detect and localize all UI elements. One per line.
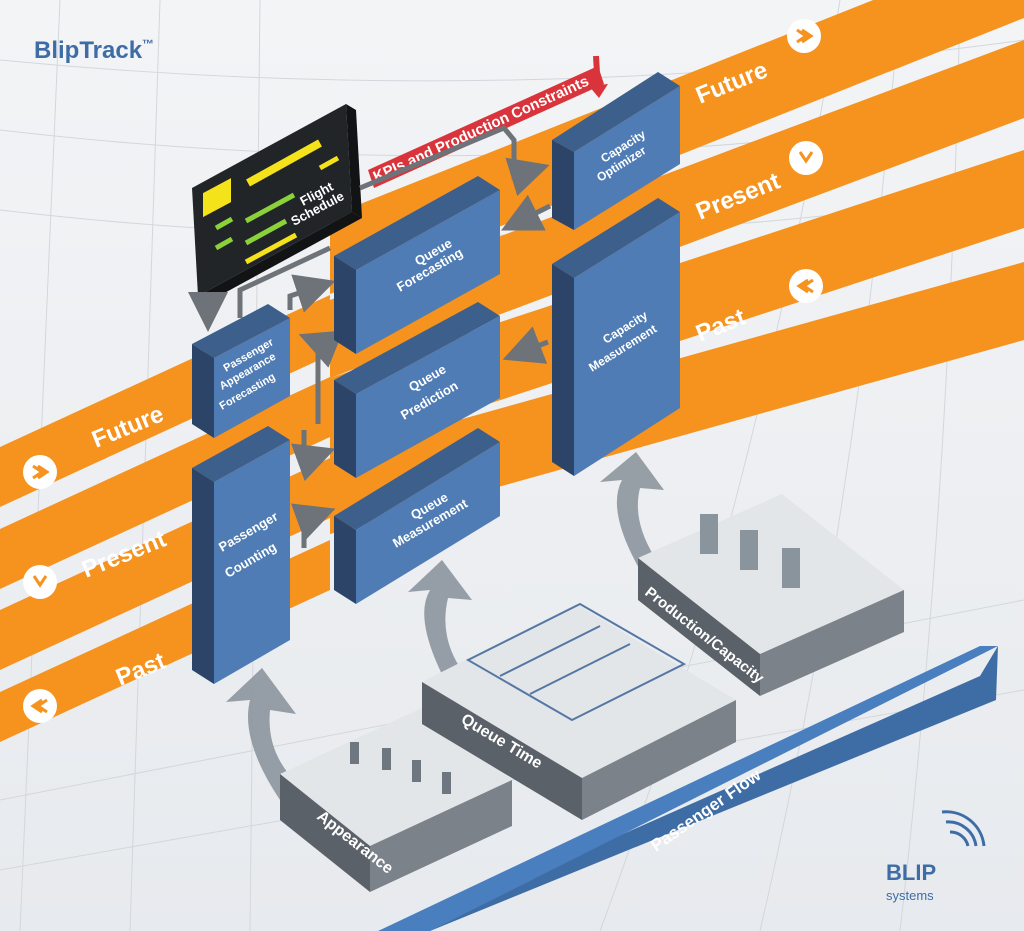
bliptrack-tm: ™ (142, 37, 154, 51)
bliptrack-blip: Blip (34, 37, 79, 64)
blip-name: BLIP (886, 860, 936, 885)
bliptrack-wordmark: BlipTrack™ (34, 37, 154, 64)
passenger-counting-box: Passenger Counting (192, 426, 290, 684)
arrow-down-circle-icon (23, 565, 57, 599)
arrow-down-circle-icon (789, 141, 823, 175)
bliptrack-track: Track (79, 37, 142, 64)
blip-sub: systems (886, 888, 934, 903)
bliptrack-logo: BlipTrack™ (34, 37, 154, 64)
